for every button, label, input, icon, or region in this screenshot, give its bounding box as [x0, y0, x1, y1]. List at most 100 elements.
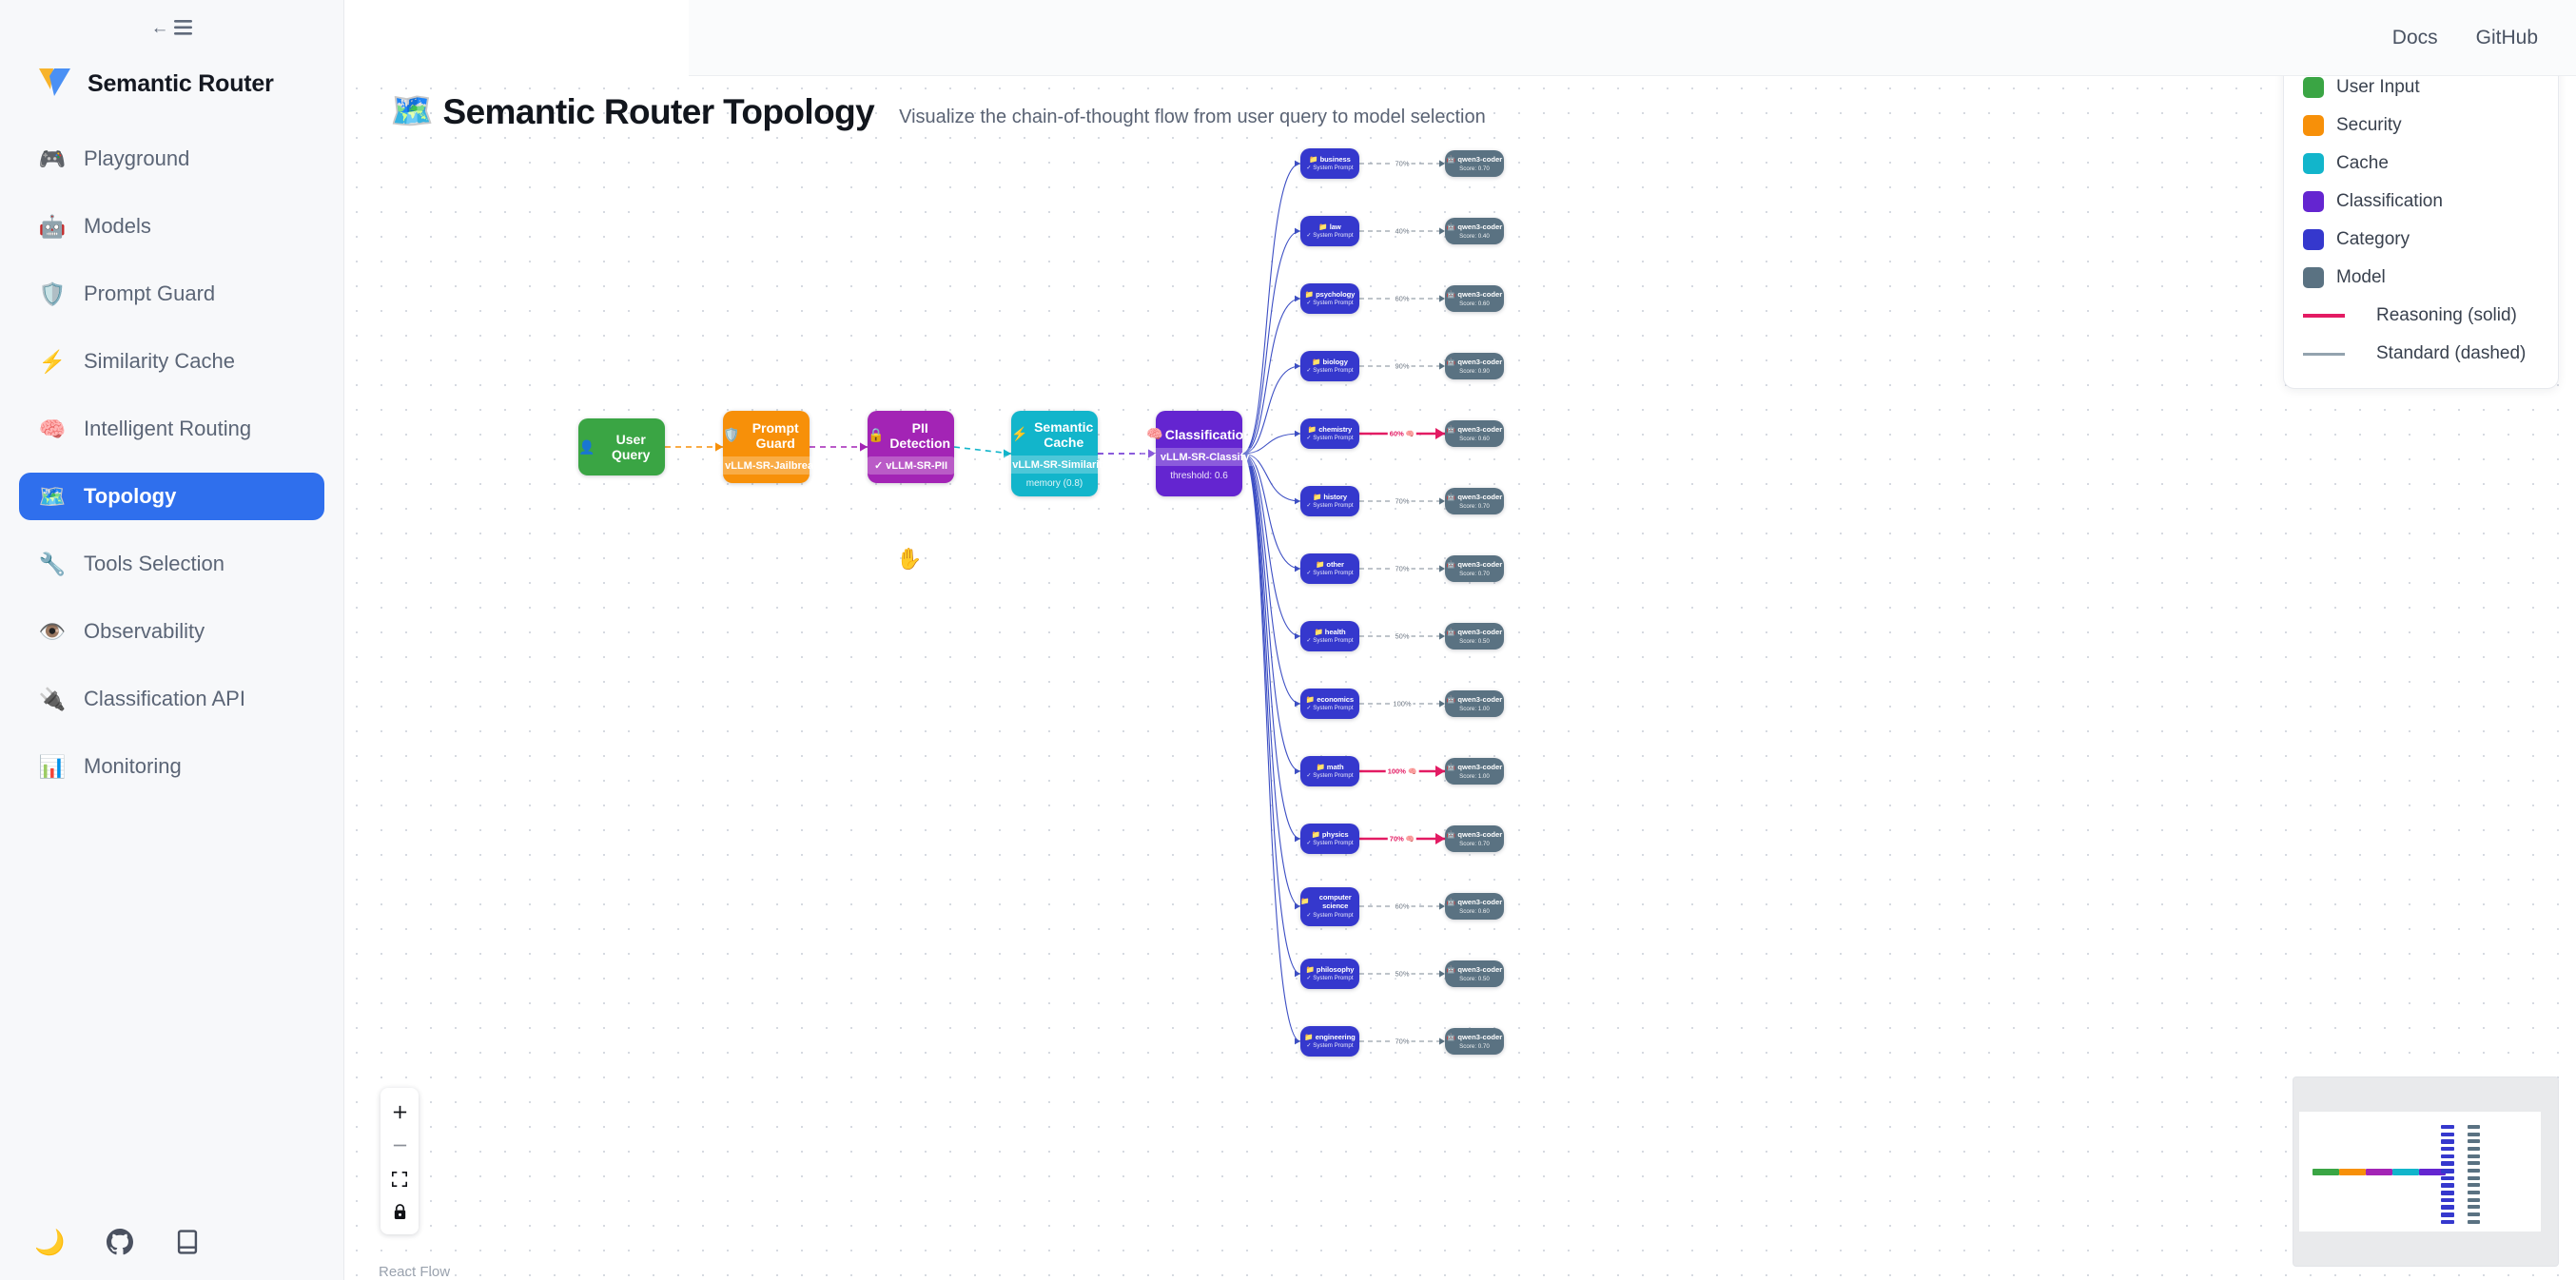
folder-icon: 📁: [1314, 627, 1323, 636]
node-category-economics[interactable]: 📁economics✓ System Prompt: [1300, 688, 1359, 719]
node-title: 🤖qwen3-coder: [1447, 1033, 1502, 1041]
edge-classification-to-category: [1241, 433, 1301, 455]
docs-link[interactable]: Docs: [2391, 26, 2438, 48]
node-score: Score: 1.00: [1459, 706, 1490, 712]
node-prompt-guard[interactable]: 🛡️Prompt Guard✓ vLLM-SR-Jailbreak: [704, 411, 829, 483]
sidebar-item-playground[interactable]: 🎮 Playground: [19, 135, 324, 183]
moon-icon[interactable]: 🌙: [34, 1228, 66, 1256]
node-icon: ⚡: [1011, 426, 1028, 441]
folder-icon: 📁: [1305, 694, 1316, 704]
node-model-badge: ✓ vLLM-SR-Classify: [1140, 448, 1259, 466]
folder-icon: 📁: [1313, 492, 1322, 501]
sidebar-item-observability[interactable]: 👁️ Observability: [19, 608, 324, 655]
collapse-sidebar-icon[interactable]: ←: [151, 18, 193, 37]
node-model-badge: ✓ vLLM-SR-Jailbreak: [704, 456, 829, 475]
node-title: 📁economics: [1305, 694, 1354, 704]
node-category-law[interactable]: 📁law✓ System Prompt: [1300, 216, 1359, 246]
minimap-node: [2440, 1146, 2454, 1152]
sidebar-item-label: Models: [84, 214, 151, 238]
zoom-out-icon[interactable]: [381, 1129, 418, 1162]
node-category-health[interactable]: 📁health✓ System Prompt: [1300, 621, 1359, 651]
edge-arrowhead: [1295, 902, 1300, 910]
edge-arrowhead: [1295, 700, 1300, 708]
node-title-text: Prompt Guard: [751, 419, 799, 451]
node-category-business[interactable]: 📁business✓ System Prompt: [1300, 148, 1359, 179]
arrow-left-icon: ←: [150, 18, 169, 38]
minimap-node: [2467, 1219, 2481, 1224]
legend-swatch-icon: [2303, 115, 2324, 136]
minimap-node: [2440, 1219, 2454, 1225]
github-link[interactable]: GitHub: [2475, 26, 2538, 48]
node-title-text: physics: [1321, 829, 1349, 839]
topology-canvas[interactable]: 👤User Query🛡️Prompt Guard✓ vLLM-SR-Jailb…: [344, 76, 2576, 1280]
minimap-node: [2391, 1169, 2419, 1176]
sidebar-item-classification-api[interactable]: 🔌 Classification API: [19, 675, 324, 723]
minimap-node: [2440, 1132, 2454, 1137]
minimap-node: [2467, 1197, 2481, 1202]
node-title: 🤖qwen3-coder: [1447, 560, 1502, 569]
github-icon[interactable]: [107, 1229, 134, 1255]
edge-classification-to-category: [1241, 453, 1301, 502]
node-score: Score: 0.50: [1459, 638, 1490, 645]
sidebar-item-similarity-cache[interactable]: ⚡ Similarity Cache: [19, 338, 324, 385]
edge-classification-to-category: [1241, 163, 1301, 455]
sidebar-item-models[interactable]: 🤖 Models: [19, 203, 324, 250]
node-category-biology[interactable]: 📁biology✓ System Prompt: [1300, 351, 1359, 381]
node-category-physics[interactable]: 📁physics✓ System Prompt: [1300, 824, 1359, 854]
node-category-math[interactable]: 📁math✓ System Prompt: [1300, 756, 1359, 786]
minimap-node: [2440, 1154, 2454, 1159]
fit-view-icon[interactable]: [381, 1162, 418, 1195]
node-category-psychology[interactable]: 📁psychology✓ System Prompt: [1300, 283, 1359, 314]
minimap-node: [2467, 1205, 2481, 1210]
sidebar-item-prompt-guard[interactable]: 🛡️ Prompt Guard: [19, 270, 324, 318]
node-category-engineering[interactable]: 📁engineering✓ System Prompt: [1300, 1026, 1359, 1057]
edge-classification-to-category: [1241, 453, 1301, 840]
edge-classification-to-category: [1241, 230, 1301, 455]
sidebar-item-intelligent-routing[interactable]: 🧠 Intelligent Routing: [19, 405, 324, 453]
sidebar-item-topology[interactable]: 🗺️ Topology: [19, 473, 324, 520]
node-user-query[interactable]: 👤User Query: [578, 418, 665, 475]
edge-classification-to-category: [1241, 365, 1301, 455]
minimap-node: [2467, 1154, 2481, 1158]
minimap-node: [2440, 1175, 2454, 1181]
zoom-in-icon[interactable]: [381, 1096, 418, 1129]
node-category-history[interactable]: 📁history✓ System Prompt: [1300, 486, 1359, 516]
sidebar-item-monitoring[interactable]: 📊 Monitoring: [19, 743, 324, 790]
node-title: 📁health: [1314, 627, 1345, 636]
node-category-chemistry[interactable]: 📁chemistry✓ System Prompt: [1300, 418, 1359, 449]
sidebar-item-tools-selection[interactable]: 🔧 Tools Selection: [19, 540, 324, 588]
node-pii-detection[interactable]: 🔒PII Detection✓ vLLM-SR-PII: [865, 411, 957, 483]
node-category-other[interactable]: 📁other✓ System Prompt: [1300, 553, 1359, 584]
lock-icon[interactable]: [381, 1195, 418, 1229]
edge-arrowhead: [1439, 902, 1445, 910]
node-title: 📁biology: [1312, 358, 1348, 366]
minimap-node: [2467, 1168, 2481, 1173]
minimap[interactable]: [2293, 1076, 2559, 1267]
legend-item-cache: Cache: [2303, 145, 2541, 183]
node-category-philosophy[interactable]: 📁philosophy✓ System Prompt: [1300, 959, 1359, 989]
book-icon[interactable]: [175, 1229, 200, 1255]
node-score: Score: 0.50: [1459, 976, 1490, 982]
map-icon: 🗺️: [38, 483, 67, 509]
legend-line-dashed: Standard (dashed): [2303, 335, 2541, 373]
brand[interactable]: Semantic Router: [0, 55, 343, 107]
node-category-computer-science[interactable]: 📁computer science✓ System Prompt: [1300, 886, 1359, 926]
react-flow-attribution[interactable]: React Flow: [379, 1264, 451, 1280]
sidebar-item-label: Intelligent Routing: [84, 417, 252, 440]
